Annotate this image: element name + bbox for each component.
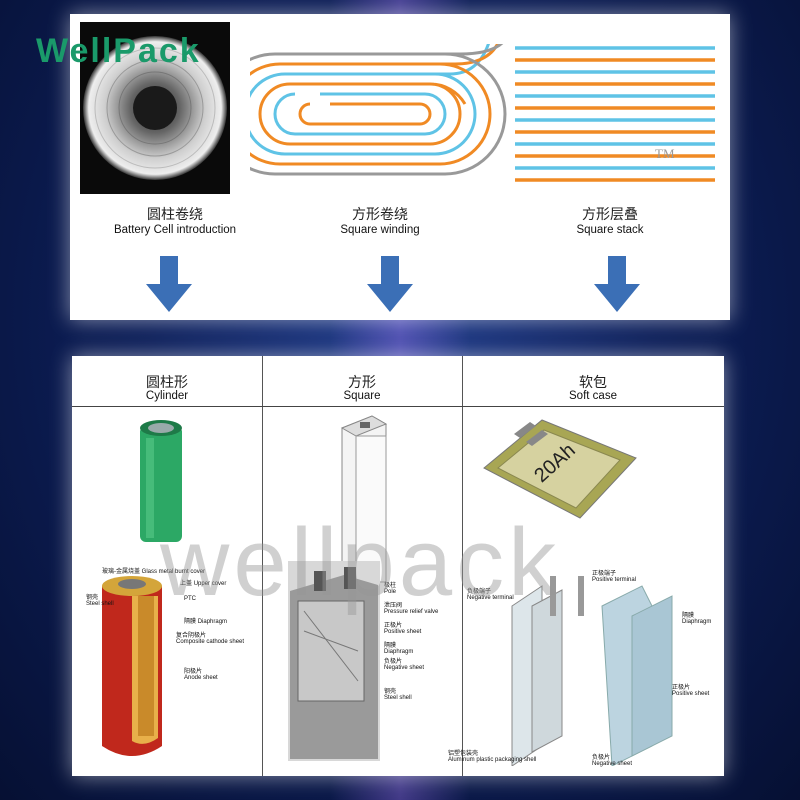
cylinder-winding-xray bbox=[83, 36, 227, 180]
wellpack-watermark: wellpack bbox=[160, 509, 561, 616]
top-label-cn-2: 方形卷绕 bbox=[352, 207, 408, 223]
top-label-en-1: Battery Cell introduction bbox=[113, 224, 237, 236]
column-divider bbox=[262, 356, 263, 776]
cyl-label-glass-cover: 玻璃-金属烧盖 Glass metal burnt cover bbox=[102, 569, 206, 575]
cyl-label-diaphragm: 隔膜 Diaphragm bbox=[184, 619, 228, 625]
softcase-exploded-diagram bbox=[511, 576, 673, 766]
square-title-cn: 方形 bbox=[348, 375, 376, 391]
top-label-cn-1: 圆柱卷绕 bbox=[147, 207, 203, 223]
winding-methods-panel: WellPack TM 圆柱卷绕 Battery bbox=[36, 14, 730, 320]
square-title-en: Square bbox=[343, 390, 381, 402]
cyl-label-ptc: PTC bbox=[184, 596, 196, 602]
down-arrow-icon bbox=[367, 256, 413, 312]
square-winding-diagram bbox=[250, 44, 507, 176]
square-stack-diagram bbox=[515, 46, 715, 182]
trademark-mark: TM bbox=[655, 146, 675, 161]
header-divider bbox=[72, 406, 724, 407]
down-arrow-icon bbox=[594, 256, 640, 312]
softcase-cell-photo bbox=[483, 419, 637, 519]
cell-types-panel: 圆柱形 Cylinder 方形 Square 软包 Soft case 玻璃-金… bbox=[72, 356, 724, 776]
cylinder-winding-image bbox=[80, 22, 230, 194]
top-label-en-2: Square winding bbox=[340, 224, 420, 236]
down-arrow-icon bbox=[146, 256, 192, 312]
wellpack-logo: WellPack bbox=[36, 32, 201, 70]
cylinder-cell-photo bbox=[140, 420, 182, 542]
cyl-label-upper-cover: 上盖 Upper cover bbox=[180, 581, 227, 587]
cylinder-cutaway-diagram bbox=[102, 576, 162, 756]
top-label-cn-3: 方形层叠 bbox=[582, 207, 638, 223]
cylinder-title-en: Cylinder bbox=[145, 390, 189, 402]
column-divider bbox=[462, 356, 463, 776]
square-cell-photo bbox=[340, 415, 388, 583]
square-cutaway-diagram bbox=[288, 561, 380, 761]
softcase-title-en: Soft case bbox=[569, 390, 617, 402]
softcase-title-cn: 软包 bbox=[579, 375, 607, 391]
cylinder-title-cn: 圆柱形 bbox=[146, 375, 188, 391]
top-label-en-3: Square stack bbox=[576, 224, 644, 236]
